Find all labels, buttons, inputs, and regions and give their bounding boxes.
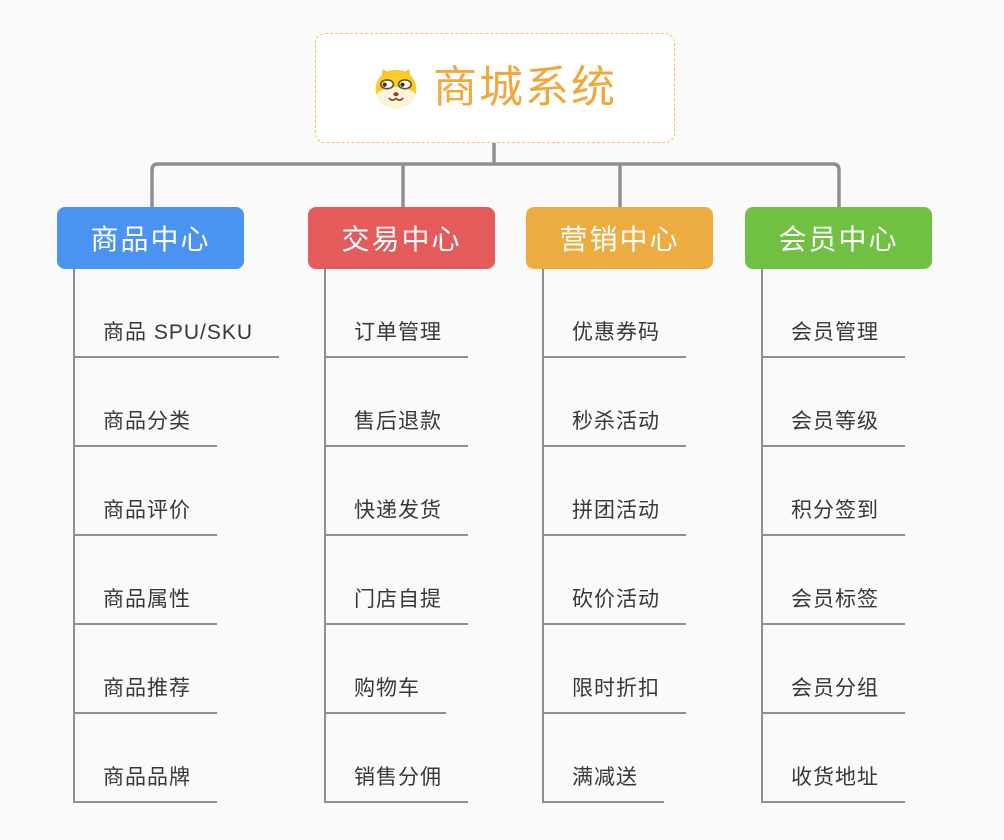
connector-frame-line	[150, 162, 841, 207]
item-coupon-codes[interactable]: 优惠券码	[542, 319, 686, 358]
root-node-title: 商城系统	[433, 63, 617, 112]
item-spend-and-save[interactable]: 满减送	[542, 764, 664, 803]
branch-vertical-line	[542, 269, 544, 803]
item-product-spu-sku[interactable]: 商品 SPU/SKU	[73, 319, 280, 358]
branch-header-marketing-center[interactable]: 营销中心	[526, 207, 713, 269]
item-shopping-cart[interactable]: 购物车	[324, 675, 446, 714]
item-store-pickup[interactable]: 门店自提	[324, 586, 468, 625]
item-points-checkin[interactable]: 积分签到	[761, 497, 905, 536]
branch-header-member-center[interactable]: 会员中心	[745, 207, 932, 269]
item-member-tags[interactable]: 会员标签	[761, 586, 905, 625]
item-group-buy[interactable]: 拼团活动	[542, 497, 686, 536]
item-product-category[interactable]: 商品分类	[73, 408, 217, 447]
branch-vertical-line	[73, 269, 75, 803]
item-member-management[interactable]: 会员管理	[761, 319, 905, 358]
item-aftersale-refund[interactable]: 售后退款	[324, 408, 468, 447]
branch-header-product-center[interactable]: 商品中心	[57, 207, 244, 269]
item-order-management[interactable]: 订单管理	[324, 319, 468, 358]
item-express-shipping[interactable]: 快递发货	[324, 497, 468, 536]
item-limited-time-discount[interactable]: 限时折扣	[542, 675, 686, 714]
item-product-recommend[interactable]: 商品推荐	[73, 675, 217, 714]
item-member-level[interactable]: 会员等级	[761, 408, 905, 447]
item-shipping-address[interactable]: 收货地址	[761, 764, 905, 803]
item-member-groups[interactable]: 会员分组	[761, 675, 905, 714]
item-product-brand[interactable]: 商品品牌	[73, 764, 217, 803]
branch-vertical-line	[761, 269, 763, 803]
item-bargain-activity[interactable]: 砍价活动	[542, 586, 686, 625]
branch-vertical-line	[324, 269, 326, 803]
dog-mascot-icon	[375, 69, 417, 109]
item-product-attribute[interactable]: 商品属性	[73, 586, 217, 625]
item-product-review[interactable]: 商品评价	[73, 497, 217, 536]
branch-header-trade-center[interactable]: 交易中心	[308, 207, 495, 269]
root-node[interactable]: 商城系统	[315, 33, 675, 143]
item-flash-sale[interactable]: 秒杀活动	[542, 408, 686, 447]
item-sales-commission[interactable]: 销售分佣	[324, 764, 468, 803]
